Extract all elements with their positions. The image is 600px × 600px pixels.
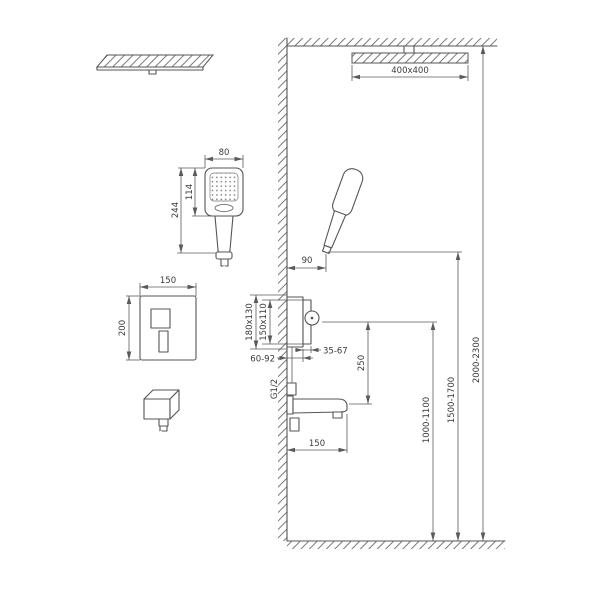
hose-inner (156, 265, 252, 520)
ceiling-shower-head-front (95, 54, 215, 75)
dim-mixer-mount-height: 1000-1100 (422, 397, 432, 443)
hand-shower-front: 80 114 244 (171, 148, 244, 267)
wall-section (278, 37, 506, 549)
dim-trim-depth: 35-67 (323, 347, 348, 357)
dim-connection-thread: G1/2 (270, 379, 280, 399)
dim-mixer-plate-width: 150 (160, 276, 176, 286)
ceiling-head-connector (148, 69, 157, 75)
spout-side-face (169, 389, 180, 420)
ceiling-hatch (287, 38, 497, 46)
dim-rough-in-depth: 60-92 (250, 355, 275, 365)
height-dimensions: 250 1000-1100 1500-1700 2000-2300 (322, 46, 486, 541)
ceiling-shower-head-side: 400x400 (351, 45, 469, 81)
mixer-front: 150 200 (118, 276, 197, 361)
dim-trim-plate: 150x110 (259, 303, 269, 340)
spout-front-face (143, 398, 171, 420)
spout-diverter (289, 417, 300, 432)
hand-shower-side-handle (323, 210, 347, 249)
wall-hatch (278, 38, 287, 541)
dim-hand-shower-width: 80 (219, 148, 230, 158)
hand-shower-hose-nut (220, 258, 229, 267)
dim-ceiling-head-size: 400x400 (391, 66, 428, 76)
dim-hand-shower-head-height: 114 (185, 184, 195, 200)
dim-hand-shower-wall-offset: 90 (302, 256, 313, 266)
hand-shower-bracket (215, 251, 233, 260)
spout-front (143, 389, 180, 432)
hand-shower-side-nut (321, 244, 332, 255)
g12-fitting (286, 382, 297, 396)
hand-shower-side-head (332, 168, 364, 217)
dim-spout-length: 150 (309, 439, 325, 449)
dim-hand-shower-mount-height: 1500-1700 (447, 377, 457, 423)
ceiling-head-slab (351, 52, 469, 64)
spout-hose-nut (159, 425, 168, 432)
mixer-diverter-detail (150, 308, 171, 329)
dim-mixer-plate-height: 200 (118, 320, 128, 336)
spout-side: 150 (286, 395, 348, 453)
spout-body-side (292, 398, 348, 414)
hand-shower-detail (214, 204, 234, 212)
shower-hose (156, 265, 252, 520)
hand-shower-side: 90 (287, 168, 364, 272)
dim-rough-in-box: 180x130 (245, 303, 255, 340)
mixer-side: 180x130 150x110 60-92 35-67 G1/2 (245, 294, 348, 399)
hand-shower-spray-face (209, 172, 239, 202)
ceiling-head-top-face (95, 54, 215, 68)
ceiling-head-stem (403, 45, 415, 54)
spout-outlet-side (332, 411, 343, 419)
mixer-handle (158, 330, 169, 353)
mixer-rough-box (286, 296, 304, 348)
spout-outlet (158, 418, 169, 427)
hand-shower-handle (214, 215, 234, 255)
spout-escutcheon (286, 395, 294, 415)
dim-ceiling-head-mount-height: 2000-2300 (472, 337, 482, 383)
floor-hatch (287, 541, 505, 549)
dim-hand-shower-total: 244 (171, 202, 181, 218)
dim-mixer-to-spout: 250 (357, 355, 367, 371)
